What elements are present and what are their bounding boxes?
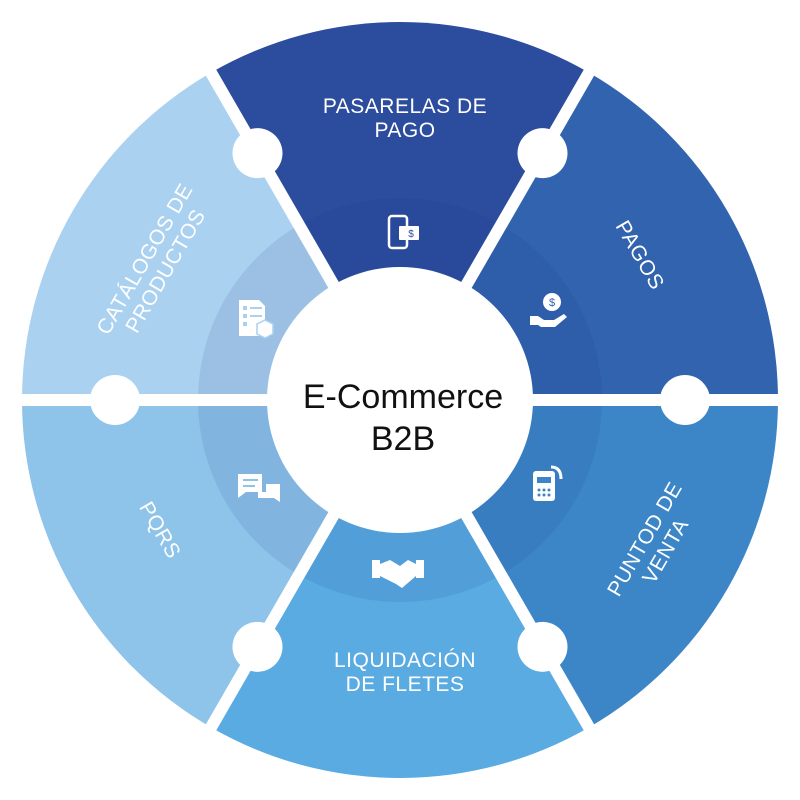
handshake-icon <box>372 560 424 588</box>
hand-coin-icon: $ <box>530 293 567 327</box>
divider-circle <box>90 375 140 425</box>
center-title-line2: B2B <box>371 420 435 458</box>
catalog-document-icon <box>239 300 274 339</box>
center-circle <box>267 267 533 533</box>
center-title-line1: E-Commerce <box>303 378 503 416</box>
segment-label-line: LIQUIDACIÓN <box>334 649 476 672</box>
mobile-payment-icon: $ <box>387 214 419 250</box>
segment-label-line: PAGO <box>374 119 435 142</box>
segment-label-line: PASARELAS DE <box>323 95 487 118</box>
chat-bubbles-icon <box>238 474 280 502</box>
segment-1 <box>211 21 589 400</box>
divider-circle <box>232 128 283 179</box>
divider-circle <box>660 375 710 425</box>
segment-4 <box>211 400 589 778</box>
divider-circle <box>517 621 568 672</box>
svg-text:$: $ <box>549 297 555 309</box>
pos-terminal-icon <box>533 465 563 501</box>
divider-circle <box>232 621 283 672</box>
segment-label-line: DE FLETES <box>346 673 465 696</box>
divider-circle <box>517 128 568 179</box>
svg-text:$: $ <box>408 229 414 240</box>
